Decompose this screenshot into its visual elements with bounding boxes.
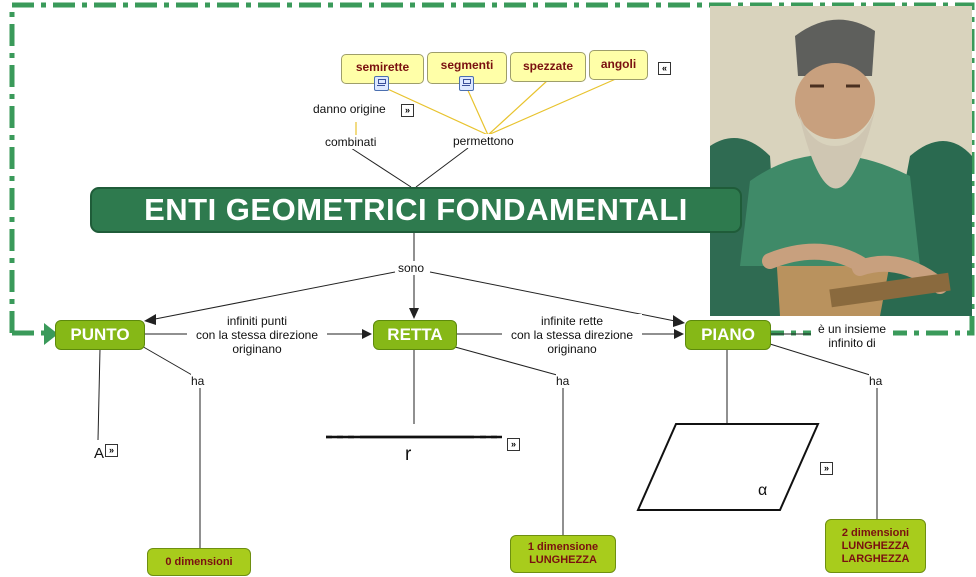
dimension-punto[interactable]: 0 dimensioni	[147, 548, 251, 576]
double-chevron-left-icon[interactable]: «	[658, 62, 671, 75]
concept-map-icon[interactable]	[374, 76, 389, 91]
double-chevron-right-icon[interactable]: »	[105, 444, 118, 457]
label-piano-note: è un insieme infinito di	[811, 322, 893, 350]
dimension-piano[interactable]: 2 dimensioni LUNGHEZZA LARGHEZZA	[825, 519, 926, 573]
concept-segmenti[interactable]: segmenti	[427, 52, 507, 84]
line-symbol-label: r	[405, 444, 412, 465]
label-ha-piano: ha	[869, 374, 883, 388]
dashed-frame	[9, 2, 975, 336]
label-permettono: permettono	[453, 134, 514, 148]
plane-symbol	[636, 423, 820, 511]
label-ha-retta: ha	[556, 374, 570, 388]
label-retta-to-piano: infinite rette con la stessa direzione o…	[502, 314, 642, 356]
concept-angoli[interactable]: angoli	[589, 50, 648, 80]
label-sono: sono	[398, 261, 425, 275]
euclid-portrait	[710, 6, 972, 316]
concept-map-icon[interactable]	[459, 76, 474, 91]
dimension-retta[interactable]: 1 dimensione LUNGHEZZA	[510, 535, 616, 573]
label-combinati: combinati	[325, 135, 377, 149]
point-symbol-label: A	[94, 445, 105, 462]
plane-symbol-label: α	[758, 482, 768, 499]
label-ha-punto: ha	[191, 374, 205, 388]
label-danno-origine: danno origine	[313, 102, 386, 116]
double-chevron-right-icon[interactable]: »	[820, 462, 833, 475]
main-title[interactable]: ENTI GEOMETRICI FONDAMENTALI	[90, 187, 742, 233]
node-piano[interactable]: PIANO	[685, 320, 771, 350]
label-punto-to-retta: infiniti punti con la stessa direzione o…	[187, 314, 327, 356]
double-chevron-right-icon[interactable]: »	[507, 438, 520, 451]
node-punto[interactable]: PUNTO	[55, 320, 145, 350]
concept-spezzate[interactable]: spezzate	[510, 52, 586, 82]
double-chevron-right-icon[interactable]: »	[401, 104, 414, 117]
node-retta[interactable]: RETTA	[373, 320, 457, 350]
frame-arrowhead	[44, 323, 58, 345]
